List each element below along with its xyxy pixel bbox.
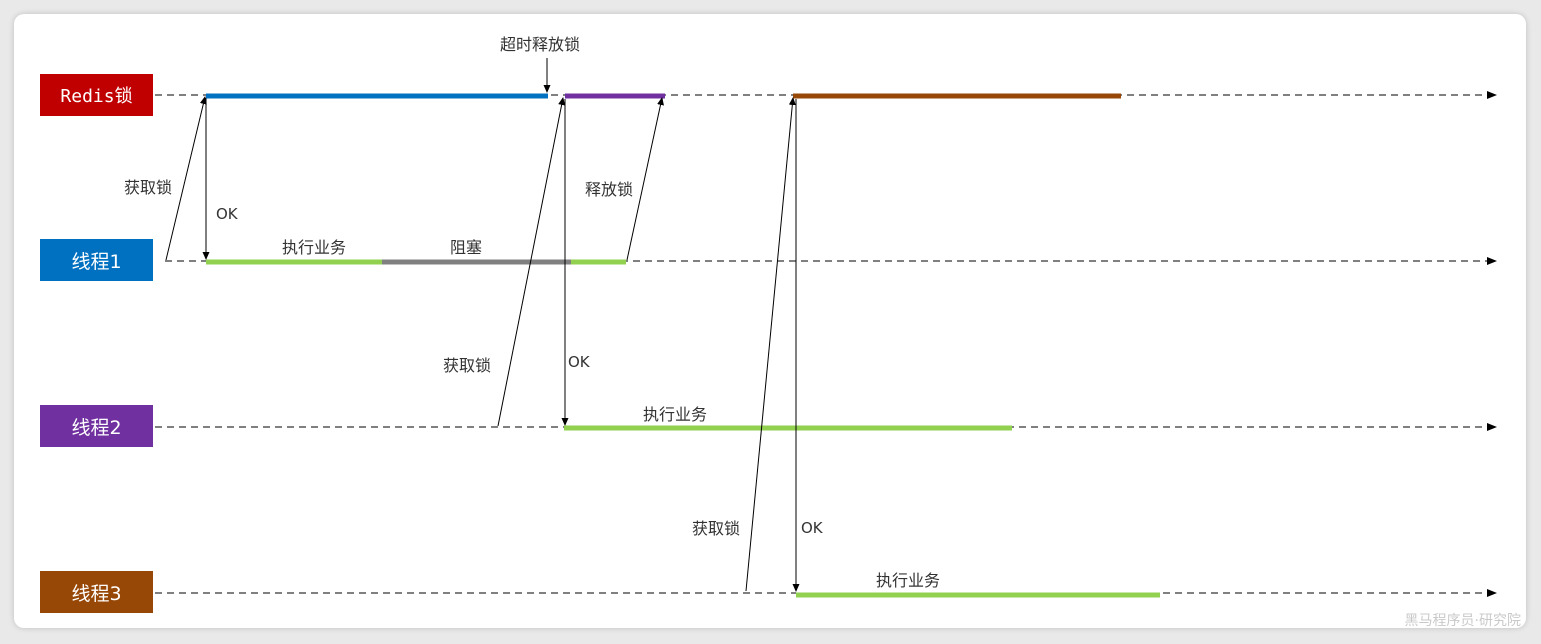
t1-release-arrow [626,97,664,261]
t1-acquire-label: 获取锁 [124,178,173,197]
t3-ok-label: OK [801,519,823,537]
t3-business-label: 执行业务 [876,571,941,590]
t1-business-label: 执行业务 [282,238,347,257]
t1-acquire-arrow [165,96,207,261]
lane-label-thread3: 线程3 [40,571,153,613]
t2-business-label: 执行业务 [643,405,708,424]
lane-label-thread1: 线程1 [40,239,153,281]
t1-blocked-label: 阻塞 [450,238,483,257]
lane-label-redis: Redis锁 [40,74,153,116]
t2-ok-label: OK [568,353,590,371]
t1-release-label: 释放锁 [585,180,634,199]
t3-acquire-label: 获取锁 [692,519,741,538]
timeout-release-label: 超时释放锁 [500,35,581,54]
diagram-card [14,14,1526,628]
watermark: 黑马程序员·研究院 [1404,613,1521,629]
t1-ok-label: OK [216,205,238,223]
t3-acquire-arrow [745,97,796,592]
t2-acquire-arrow [497,97,566,427]
lane-label-thread2: 线程2 [40,405,153,447]
t2-acquire-label: 获取锁 [443,356,492,375]
